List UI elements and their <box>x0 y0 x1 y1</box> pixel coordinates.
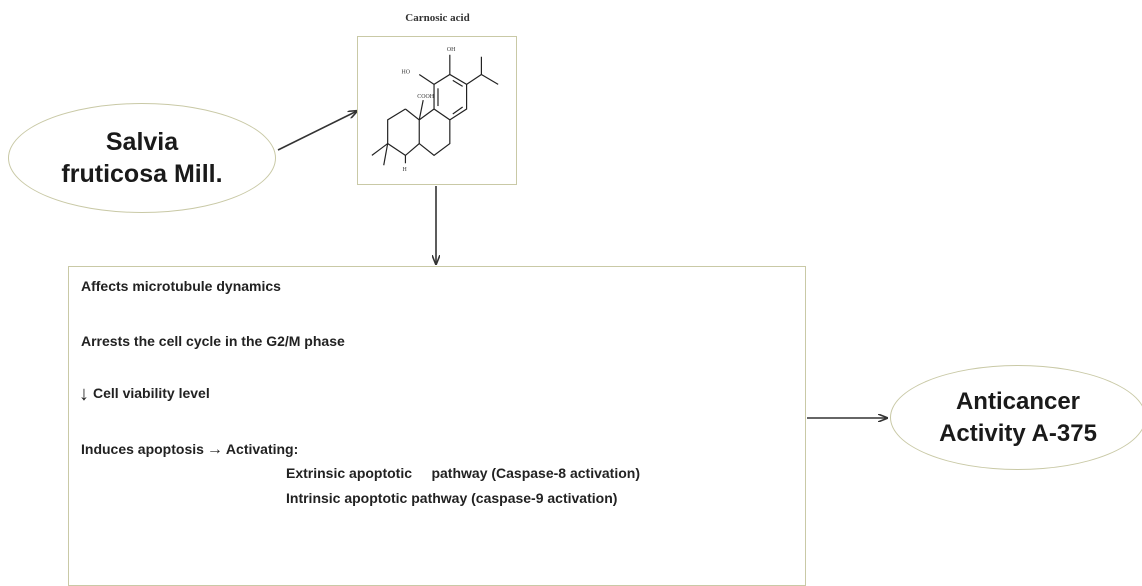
ring-b <box>418 108 451 157</box>
methyl-2 <box>383 143 389 166</box>
arrow-source-to-compound <box>277 111 357 151</box>
source-plant-label: Salvia fruticosa Mill. <box>61 128 223 188</box>
ring-c-double-2 <box>452 106 463 115</box>
ring-c-double-1 <box>452 79 463 87</box>
outcome-node: Anticancer Activity A-375 <box>890 365 1142 470</box>
right-arrow-icon: → <box>206 441 223 458</box>
down-arrow-icon: ↓ <box>79 383 89 405</box>
bond-isopropyl <box>466 73 482 85</box>
effect-apoptosis-lead: Induces apoptosis <box>81 441 204 457</box>
effect-extrinsic-pathway: Extrinsic apoptotic pathway (Caspase-8 a… <box>286 465 640 481</box>
atom-label-h: H <box>402 167 407 173</box>
compound-name: Carnosic acid <box>405 12 470 24</box>
outcome-label: Anticancer Activity A-375 <box>939 387 1097 447</box>
ring-c <box>433 73 468 121</box>
atom-label-oh: OH <box>447 47 456 53</box>
effects-box <box>68 266 806 586</box>
source-plant-node: Salvia fruticosa Mill. <box>8 103 276 213</box>
effect-cell-cycle: Arrests the cell cycle in the G2/M phase <box>81 333 345 349</box>
connector-layer <box>277 0 1142 572</box>
ring-a <box>387 108 420 157</box>
atom-label-cooh: COOH <box>417 94 434 100</box>
atom-label-ho: HO <box>401 70 410 76</box>
isopropyl-methyl-2 <box>481 73 499 85</box>
effect-microtubule: Affects microtubule dynamics <box>81 278 281 294</box>
effect-viability: ↓Cell viability level <box>79 384 210 404</box>
bond-cooh <box>418 100 424 120</box>
effect-intrinsic-pathway: Intrinsic apoptotic pathway (caspase-9 a… <box>286 490 618 506</box>
carnosic-acid-structure: OH HO COOH H <box>371 47 499 173</box>
effect-activating: Activating: <box>225 441 299 457</box>
effect-viability-label: Cell viability level <box>93 385 210 401</box>
effect-apoptosis: Induces apoptosis→Activating: <box>81 441 298 459</box>
methyl-1 <box>371 143 389 156</box>
compound-structure-box: OH HO COOH H <box>357 36 517 185</box>
bond-ho <box>418 73 435 85</box>
